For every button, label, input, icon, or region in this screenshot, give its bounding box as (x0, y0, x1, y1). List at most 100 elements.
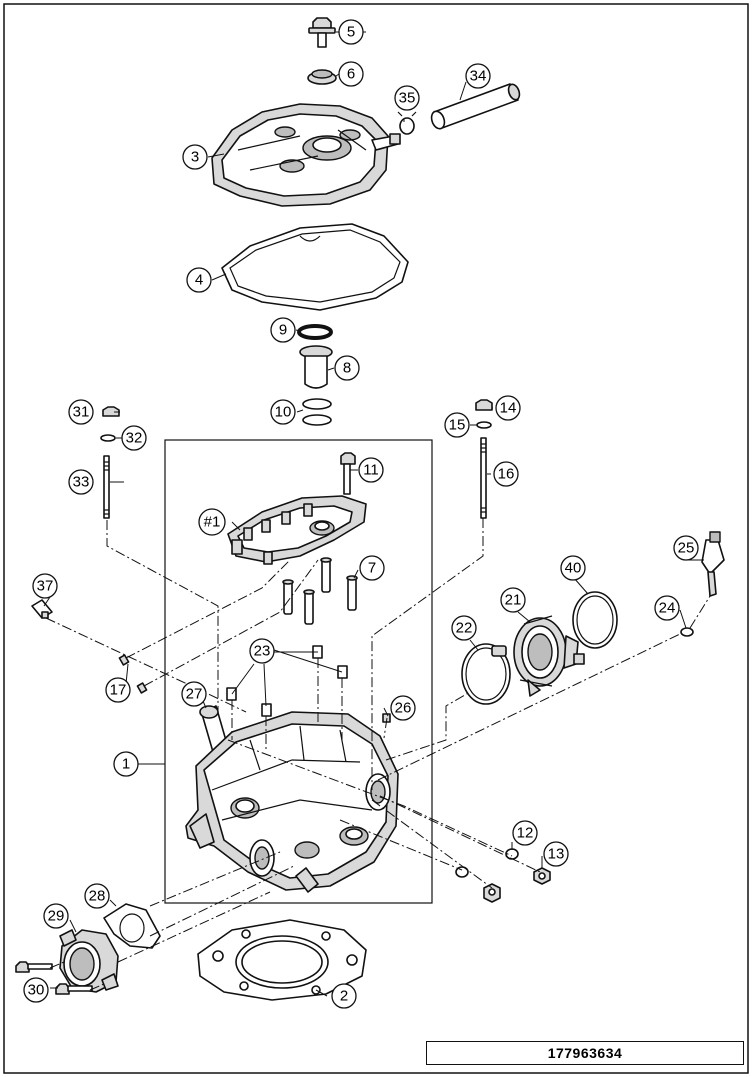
valve-cover-gasket-4-drawing (221, 223, 409, 311)
o-rings-10-drawing (302, 398, 332, 426)
hose-34-drawing (430, 83, 521, 130)
callout-13: 13 (543, 841, 569, 867)
callout-10: 10 (270, 399, 296, 425)
callout-label: 9 (279, 322, 287, 339)
callout-label: 12 (517, 825, 534, 842)
callout-26: 26 (390, 695, 416, 721)
callout-label: 8 (343, 360, 351, 377)
callout-label: 31 (73, 404, 90, 421)
callout-14: 14 (495, 395, 521, 421)
callout-label: 17 (110, 682, 127, 699)
callout-label: 40 (565, 560, 582, 577)
callout-label: 34 (470, 68, 487, 85)
callout-25: 25 (673, 535, 699, 561)
callout-23: 23 (249, 638, 275, 664)
callout-label: 11 (363, 462, 379, 479)
callout-label: 16 (498, 466, 515, 483)
head-gasket-2-drawing (197, 919, 367, 1001)
callout-label: 37 (37, 578, 54, 595)
sensor-25-drawing (701, 531, 725, 597)
callout-3: 3 (182, 144, 208, 170)
callout-11: 11 (358, 457, 384, 483)
callout-label: 24 (659, 600, 676, 617)
callout-33: 33 (68, 469, 94, 495)
callout-label: 1 (122, 756, 130, 773)
seal-ring-9-drawing (297, 324, 333, 340)
seal-12-13-drawing (455, 848, 551, 903)
grommet-6-drawing (307, 69, 337, 85)
bolt-5-drawing (308, 17, 336, 48)
callout-1: 1 (113, 751, 139, 777)
stud-set-right-drawing (475, 399, 493, 519)
callout-17: 17 (105, 677, 131, 703)
clamp-35-drawing (397, 111, 417, 135)
callout-label: 33 (73, 474, 90, 491)
intake-boot-21-drawing (513, 615, 585, 697)
valve-cover-3-drawing (211, 103, 401, 207)
sensor-37-drawing (31, 599, 53, 619)
callout-label: 6 (347, 66, 355, 83)
cylinder-head-1-drawing (185, 711, 399, 893)
callout-label: 29 (48, 908, 65, 925)
callout-27: 27 (181, 681, 207, 707)
callout-label: 21 (505, 592, 522, 609)
callout-4: 4 (186, 267, 212, 293)
bolts-30-drawing (15, 961, 93, 995)
sleeve-8-drawing (299, 345, 333, 389)
callout-label: 30 (28, 982, 45, 999)
callout-21: 21 (500, 587, 526, 613)
callout-label: 3 (191, 149, 199, 166)
cylinder-head-group-box (164, 439, 433, 904)
stud-set-left-drawing (100, 406, 120, 519)
callout-6: 6 (338, 61, 364, 87)
callout-label: 13 (548, 846, 565, 863)
callout-label: 32 (126, 430, 143, 447)
callout-40: 40 (560, 555, 586, 581)
intake-flange-29-drawing (59, 929, 119, 993)
callout-label: 22 (456, 620, 473, 637)
callout-5: 5 (338, 19, 364, 45)
callout-22: 22 (451, 615, 477, 641)
callout-28: 28 (84, 883, 110, 909)
callout-label: 10 (275, 404, 292, 421)
callout-15: 15 (444, 412, 470, 438)
callout-12: 12 (512, 820, 538, 846)
washer-24-drawing (680, 627, 694, 637)
callout-label: #1 (204, 514, 221, 531)
callout-30: 30 (23, 977, 49, 1003)
callout-label: 23 (254, 643, 271, 660)
callout-label: 27 (186, 686, 203, 703)
callout-31: 31 (68, 399, 94, 425)
intake-gasket-28-drawing (103, 903, 161, 949)
callout-29: 29 (43, 903, 69, 929)
callout-2: 2 (331, 983, 357, 1009)
callout-32: 32 (121, 425, 147, 451)
callout-16: 16 (493, 461, 519, 487)
callout-label: 35 (399, 90, 416, 107)
callout-7: 7 (359, 555, 385, 581)
callout-37: 37 (32, 573, 58, 599)
callout-label: 26 (395, 700, 412, 717)
callout-label: 2 (340, 988, 348, 1005)
callout-label: 5 (347, 24, 355, 41)
callout-label: 7 (368, 560, 376, 577)
clamp-band-40-drawing (572, 591, 618, 649)
callout-9: 9 (270, 317, 296, 343)
callout-label: 15 (449, 417, 466, 434)
outer-frame (3, 3, 749, 1074)
cam-carrier-1-drawing (227, 495, 367, 565)
valve-guides-7-drawing (282, 557, 358, 625)
callout-label: 28 (89, 888, 106, 905)
callout-34: 34 (465, 63, 491, 89)
callout-35: 35 (394, 85, 420, 111)
document-number: 177963634 (426, 1041, 744, 1065)
assembly-lines (45, 518, 711, 991)
callout-label: 4 (195, 272, 203, 289)
bolt-11-drawing (340, 452, 356, 495)
clamp-22-drawing (461, 643, 511, 705)
callout-8: 8 (334, 355, 360, 381)
callout-24: 24 (654, 595, 680, 621)
callout-label: 25 (678, 540, 695, 557)
callout-hash1: #1 (198, 508, 226, 536)
